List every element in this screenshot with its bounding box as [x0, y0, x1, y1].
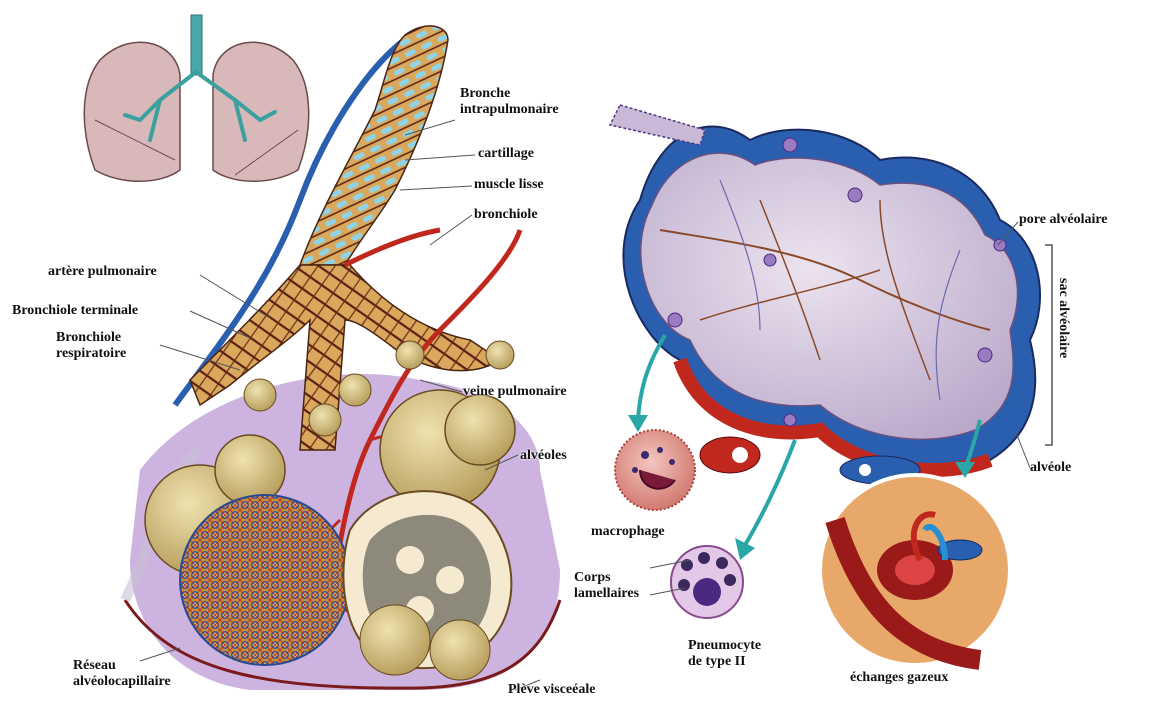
label-plevre-visceeale: Plève visceéale — [508, 682, 595, 698]
label-line: lamellaires — [574, 586, 639, 602]
lungs-overview — [84, 15, 308, 181]
label-bronchiole: bronchiole — [474, 207, 538, 223]
label-alveole: alvéole — [1030, 460, 1071, 476]
label-line: Réseau — [73, 658, 171, 674]
label-line: Corps — [574, 570, 639, 586]
sac-bracket — [1045, 245, 1052, 445]
label-cartillage: cartillage — [478, 146, 534, 162]
gas-exchange-inset — [820, 475, 1010, 665]
label-line: Bronche — [460, 86, 559, 102]
label-line: Bronchiole — [56, 330, 126, 346]
label-reseau-alveolocapillaire: Réseau alvéolocapillaire — [73, 658, 171, 690]
label-pneumocyte: Pneumocyte de type II — [688, 638, 761, 670]
label-pore-alveolaire: pore alvéolaire — [1019, 212, 1108, 228]
label-line: Pneumocyte — [688, 638, 761, 654]
label-muscle-lisse: muscle lisse — [474, 177, 544, 193]
label-macrophage: macrophage — [591, 524, 665, 540]
label-bronchiole-respiratoire: Bronchiole respiratoire — [56, 330, 126, 362]
label-line: respiratoire — [56, 346, 126, 362]
alveolar-sac-detail — [610, 105, 1040, 484]
label-line: de type II — [688, 654, 761, 670]
label-veine-pulmonaire: veine pulmonaire — [463, 384, 567, 400]
label-echanges-gazeux: échanges gazeux — [850, 670, 948, 686]
label-alveoles: alvéoles — [520, 448, 567, 464]
label-bronche-intrapulmonaire: Bronche intrapulmonaire — [460, 86, 559, 118]
label-line: intrapulmonaire — [460, 102, 559, 118]
label-bronchiole-terminale: Bronchiole terminale — [12, 303, 138, 319]
macrophage-cell — [615, 430, 695, 510]
label-line: alvéolocapillaire — [73, 674, 171, 690]
label-artere-pulmonaire: artère pulmonaire — [48, 264, 157, 280]
label-sac-alveolaire: sac alvéolaire — [1055, 278, 1071, 358]
label-corps-lamellaires: Corps lamellaires — [574, 570, 639, 602]
pneumocyte-cell — [671, 546, 743, 618]
